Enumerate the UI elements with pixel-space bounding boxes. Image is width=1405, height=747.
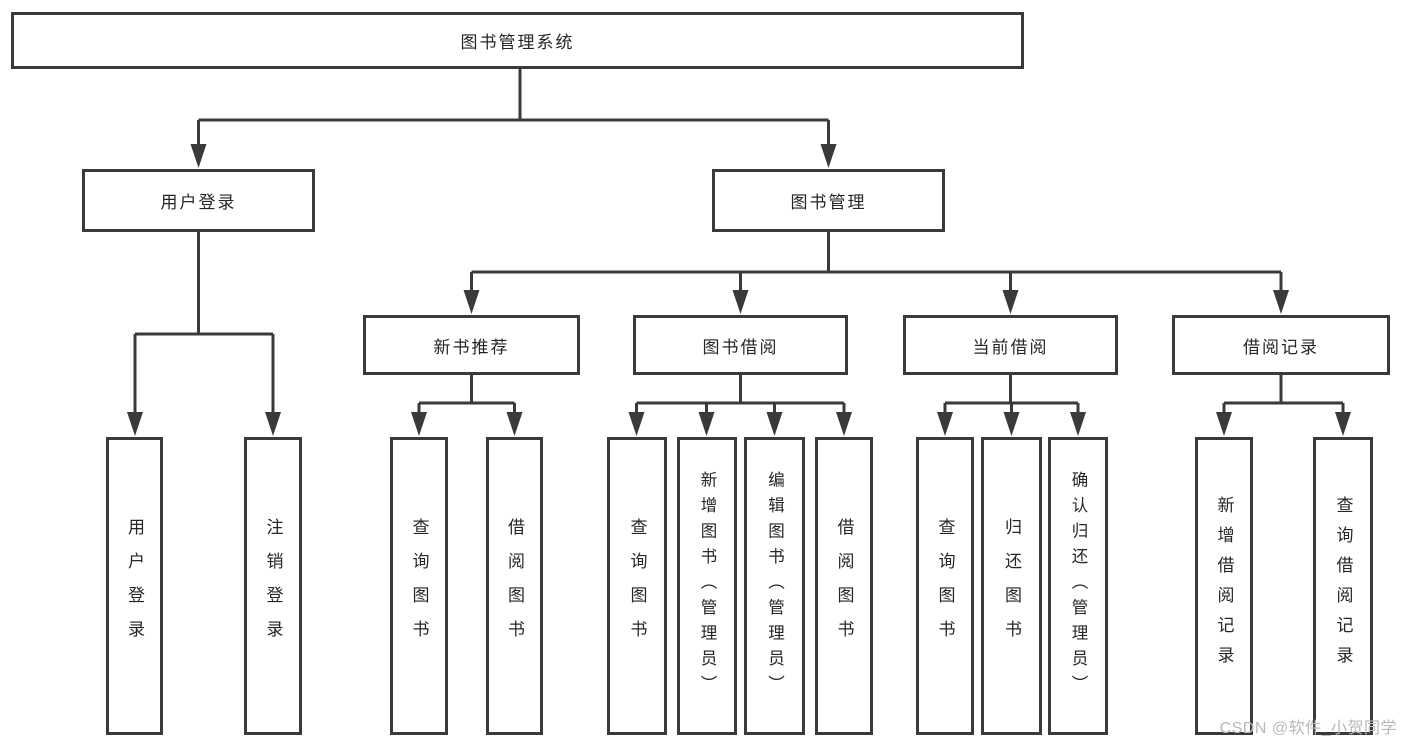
leaf-edit-books-admin: 编辑图书（管理员） <box>744 437 805 735</box>
leaf-add-borrow-record: 新增借阅记录 <box>1195 437 1253 735</box>
node-current-borrowing: 当前借阅 <box>903 315 1118 375</box>
node-book-borrowing: 图书借阅 <box>633 315 848 375</box>
leaf-return-books: 归还图书 <box>981 437 1042 735</box>
node-user-login-branch: 用户登录 <box>82 169 315 232</box>
leaf-recommend-query-books: 查询图书 <box>390 437 448 735</box>
node-new-book-recommend: 新书推荐 <box>363 315 580 375</box>
node-book-management-branch: 图书管理 <box>712 169 945 232</box>
leaf-current-query-books: 查询图书 <box>916 437 974 735</box>
csdn-watermark: CSDN @软件_小贺同学 <box>1219 720 1397 737</box>
leaf-add-books-admin: 新增图书（管理员） <box>677 437 737 735</box>
node-borrowing-records: 借阅记录 <box>1172 315 1390 375</box>
leaf-user-login: 用户登录 <box>106 437 163 735</box>
leaf-borrowing-borrow-books: 借阅图书 <box>815 437 873 735</box>
leaf-recommend-borrow-books: 借阅图书 <box>486 437 543 735</box>
leaf-confirm-return-admin: 确认归还（管理员） <box>1048 437 1108 735</box>
leaf-query-borrow-record: 查询借阅记录 <box>1313 437 1373 735</box>
leaf-borrowing-query-books: 查询图书 <box>607 437 667 735</box>
node-library-management-system: 图书管理系统 <box>11 12 1024 69</box>
leaf-logout: 注销登录 <box>244 437 302 735</box>
